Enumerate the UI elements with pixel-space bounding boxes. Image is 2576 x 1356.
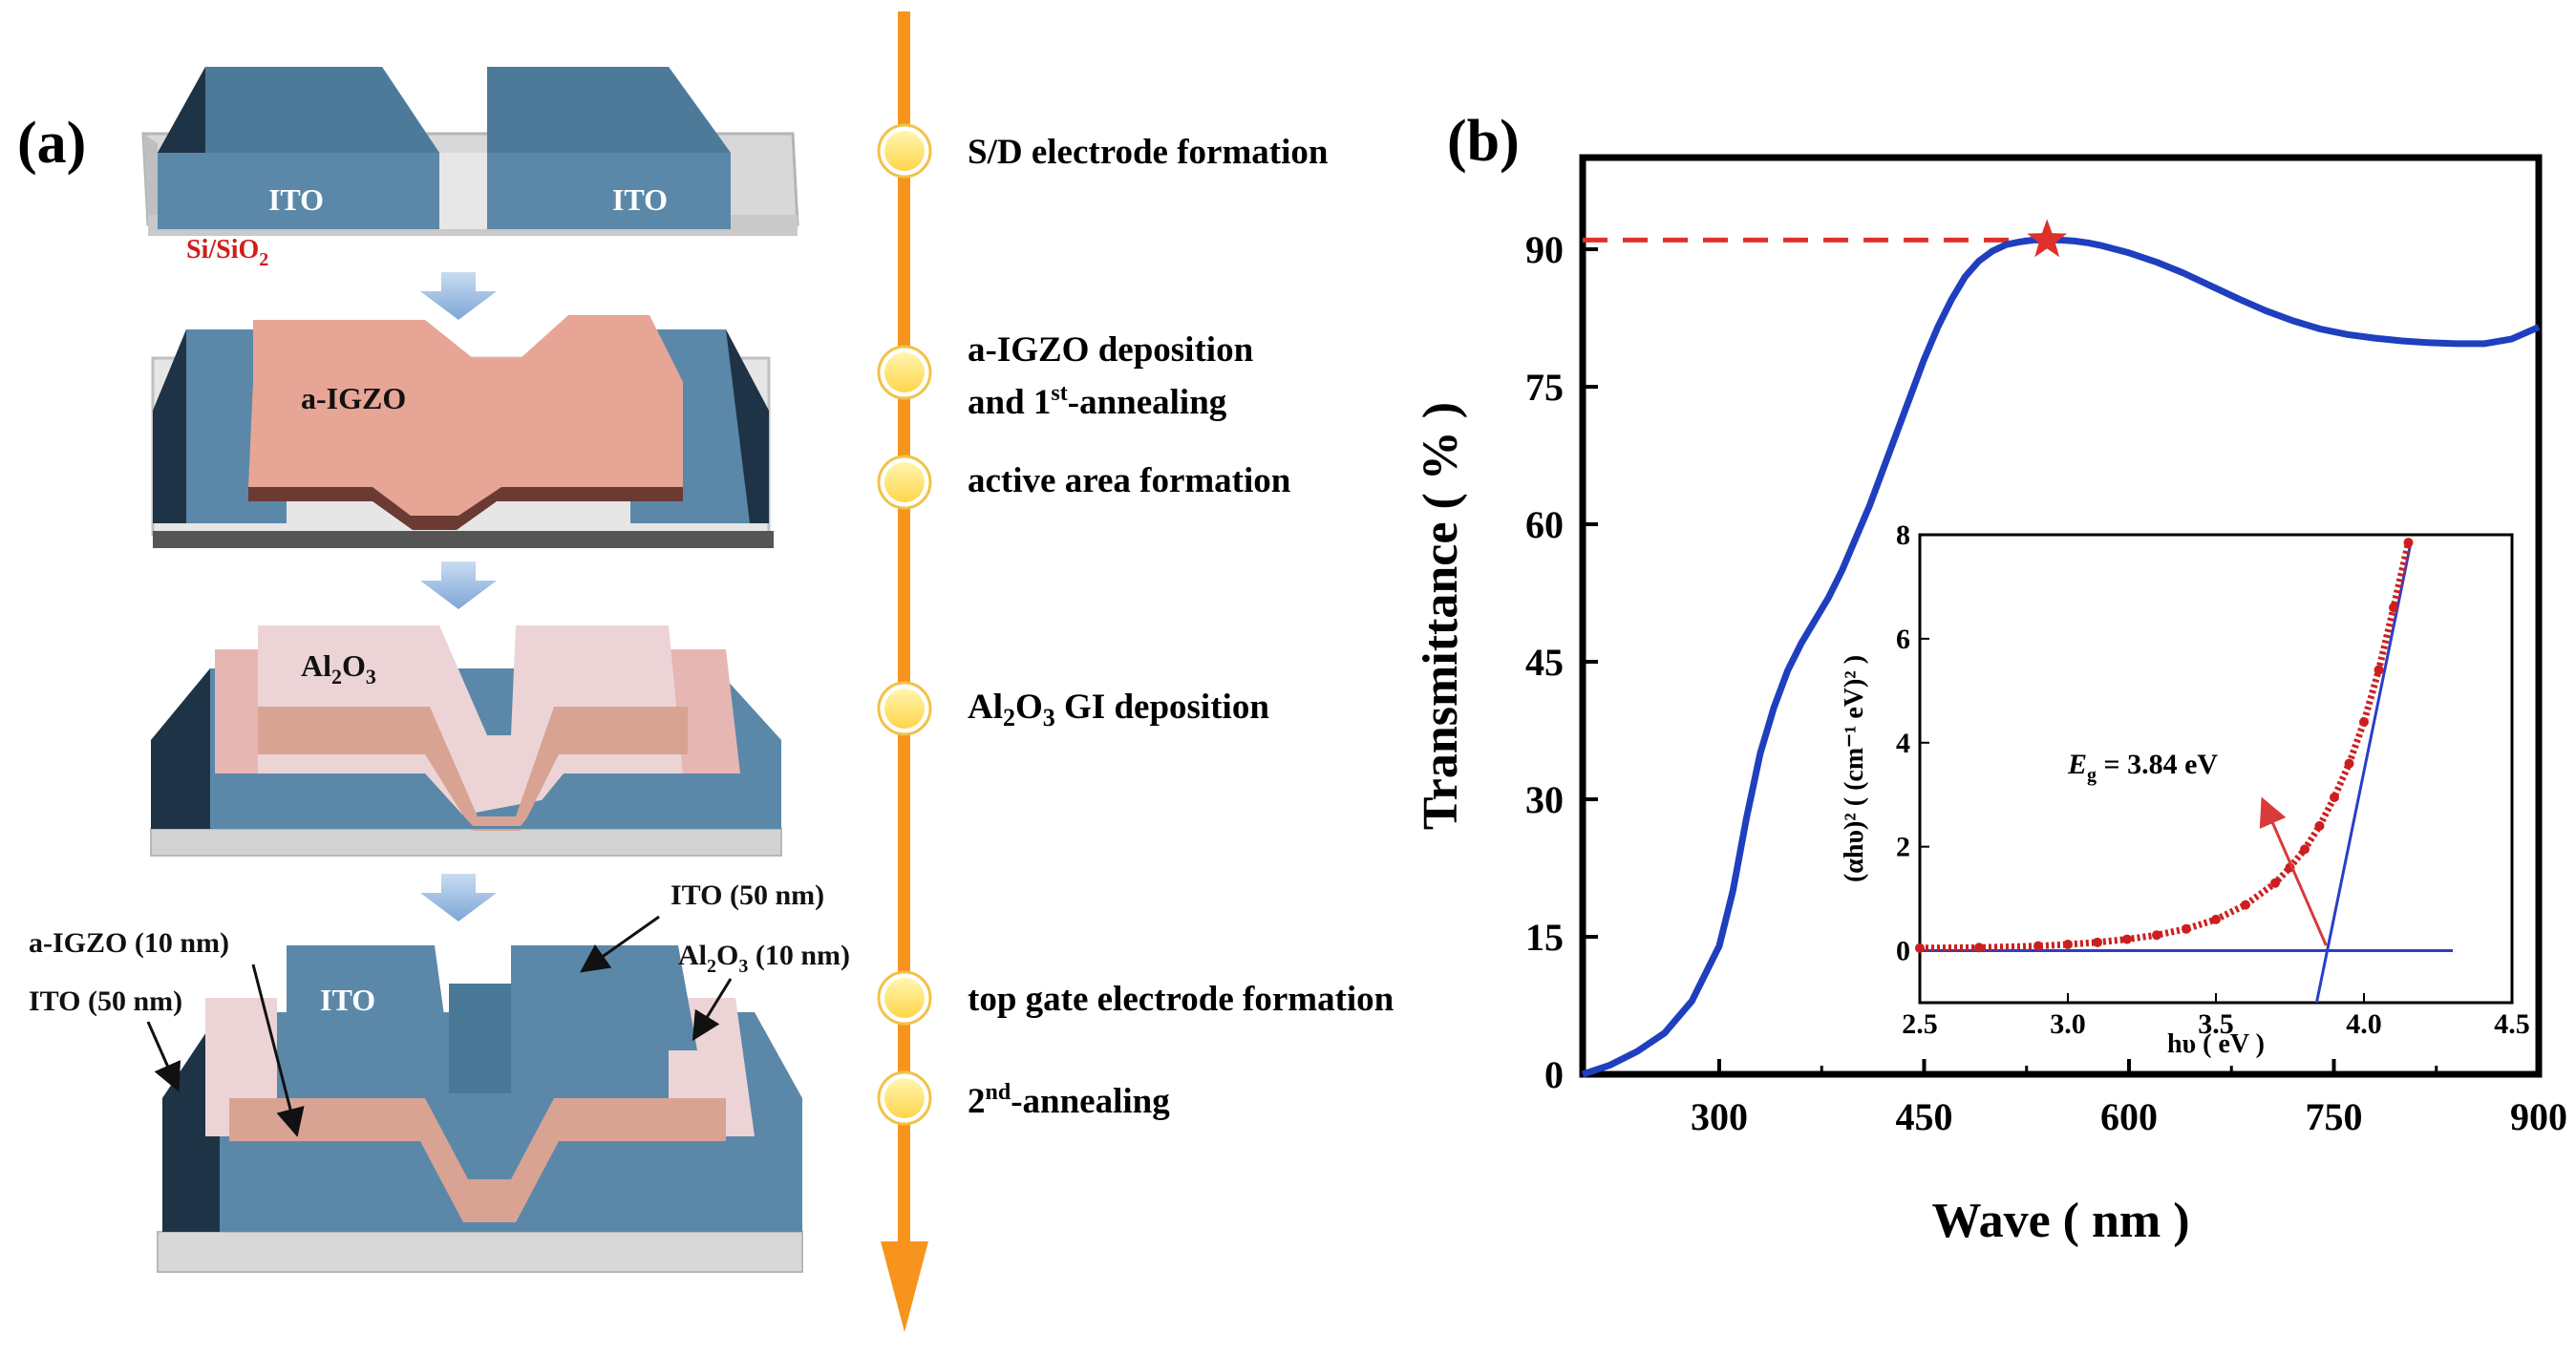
ito-left-1-top bbox=[205, 67, 439, 153]
device-stage-3: Al2O3 bbox=[150, 625, 782, 857]
timeline-node-1 bbox=[884, 131, 925, 171]
x-tick-label: 450 bbox=[1896, 1095, 1953, 1138]
callout-al2o3: Al2O3 (10 nm) bbox=[678, 940, 850, 977]
x-tick-label: 300 bbox=[1691, 1095, 1748, 1138]
inset-data-curve bbox=[1919, 541, 2412, 952]
inset-bandgap-arrow bbox=[2259, 796, 2328, 946]
x-tick-label: 900 bbox=[2510, 1095, 2567, 1138]
top-gate-left-4 bbox=[287, 945, 449, 1050]
igzo-under-al2o3-3 bbox=[258, 707, 688, 831]
substrate-1-side bbox=[143, 134, 158, 224]
device-stage-2: a-IGZO bbox=[151, 315, 774, 548]
inset-x-tick-label: 4.5 bbox=[2494, 1008, 2530, 1040]
timeline-arrowhead bbox=[881, 1241, 928, 1332]
step-sd-electrode: S/D electrode formation bbox=[968, 133, 1329, 172]
top-gate-right-4 bbox=[511, 945, 697, 1050]
inset-x-tick-label: 4.0 bbox=[2346, 1008, 2382, 1040]
inset-y-tick-label: 6 bbox=[1896, 624, 1910, 655]
callout-igzo: a-IGZO (10 nm) bbox=[29, 927, 229, 959]
inset-x-tick-label: 3.0 bbox=[2050, 1008, 2086, 1040]
ito-right-1-top bbox=[487, 67, 731, 153]
step-top-gate: top gate electrode formation bbox=[968, 980, 1394, 1019]
step-second-annealing: 2nd-annealing bbox=[968, 1080, 1170, 1121]
igzo-layer-4 bbox=[229, 1098, 726, 1222]
panel-b-label: (b) bbox=[1447, 109, 1520, 174]
panel-a-label: (a) bbox=[17, 111, 86, 176]
ito-base-3-side bbox=[151, 668, 210, 829]
y-tick-label: 15 bbox=[1525, 916, 1564, 959]
device-stage-1: ITO ITO Si/SiO2 bbox=[141, 67, 799, 270]
callout-al2o3-arrow bbox=[692, 978, 733, 1042]
ito-gate-label-4: ITO bbox=[320, 983, 375, 1017]
igzo-layer-2 bbox=[248, 315, 683, 516]
inset-x-tick-label: 3.5 bbox=[2198, 1008, 2234, 1040]
ito-front-3 bbox=[258, 773, 688, 829]
callout-ito-top-arrow bbox=[580, 915, 660, 973]
transmittance-curve bbox=[1581, 236, 2541, 1078]
process-down-arrow-2 bbox=[420, 561, 497, 609]
inset-y-tick-label: 8 bbox=[1896, 519, 1910, 551]
al2o3-label-3: Al2O3 bbox=[301, 648, 376, 689]
process-down-arrow-3 bbox=[420, 874, 497, 922]
callout-ito-left-arrow bbox=[146, 1021, 181, 1092]
ito-left-1-side bbox=[158, 67, 205, 153]
ito-left-2-side bbox=[153, 329, 186, 523]
timeline-node-2 bbox=[884, 352, 925, 392]
inset-x-tick-label: 2.5 bbox=[1902, 1008, 1938, 1040]
substrate-4 bbox=[157, 1231, 803, 1273]
x-tick-label: 750 bbox=[2306, 1095, 2363, 1138]
al2o3-layer-3 bbox=[258, 625, 683, 821]
max-point-star-marker bbox=[2027, 219, 2068, 258]
step-igzo-deposition-line2: and 1st-annealing bbox=[968, 381, 1227, 422]
inset-data-point bbox=[2403, 538, 2414, 548]
timeline-node-6 bbox=[884, 1078, 925, 1118]
inset-y-tick-label: 4 bbox=[1896, 728, 1910, 759]
inset-y-tick-label: 0 bbox=[1896, 936, 1910, 967]
channel-gap-1 bbox=[439, 153, 487, 229]
bandgap-inset-chart: 2.5 3.0 3.5 4.0 4.5 0 2 4 6 8 hυ ( eV ) (αhυ)² ( (c… bbox=[1840, 519, 2530, 1059]
substrate-3 bbox=[150, 828, 782, 857]
igzo-layer-2-front bbox=[248, 487, 683, 530]
callout-igzo-arrow bbox=[251, 964, 305, 1137]
x-axis-label: Wave ( nm ) bbox=[1931, 1194, 2189, 1248]
device-stage-4: ITO ITO (50 nm) a-IGZO (10 nm) Al2O3 (10… bbox=[29, 879, 850, 1273]
callout-ito-left: ITO (50 nm) bbox=[29, 985, 182, 1017]
step-al2o3-gi: Al2O3 GI deposition bbox=[968, 688, 1269, 731]
y-tick-label: 0 bbox=[1544, 1053, 1564, 1096]
inset-y-tick-label: 2 bbox=[1896, 832, 1910, 863]
substrate-label: Si/SiO2 bbox=[186, 235, 268, 270]
plot-frame bbox=[1579, 154, 2543, 1078]
timeline-node-3 bbox=[884, 462, 925, 502]
ito-front-left-4 bbox=[220, 1141, 463, 1232]
step-active-area: active area formation bbox=[968, 461, 1291, 500]
inset-bandgap-annotation: Eg = 3.84 eV bbox=[2067, 749, 2218, 786]
y-tick-label: 60 bbox=[1525, 503, 1564, 546]
inset-tauc-fit-line bbox=[2314, 540, 2414, 1004]
inset-frame bbox=[1918, 533, 2514, 1005]
ito-label-left-1: ITO bbox=[268, 182, 324, 217]
timeline-node-5 bbox=[884, 978, 925, 1018]
top-gate-bridge-4 bbox=[449, 984, 511, 1093]
y-tick-label: 75 bbox=[1525, 366, 1564, 409]
y-tick-label: 45 bbox=[1525, 641, 1564, 684]
inset-y-axis-label: (αhυ)² ( (cm⁻¹ eV)² ) bbox=[1840, 655, 1869, 882]
timeline-bar bbox=[898, 11, 910, 1258]
timeline-node-4 bbox=[884, 689, 925, 729]
inset-x-axis-label: hυ ( eV ) bbox=[2167, 1029, 2265, 1059]
ito-front-right-4 bbox=[516, 1141, 735, 1232]
process-timeline: S/D electrode formation a-IGZO depositio… bbox=[877, 11, 1394, 1332]
step-igzo-deposition-line1: a-IGZO deposition bbox=[968, 330, 1254, 370]
ito-right-2-side bbox=[726, 329, 769, 523]
process-down-arrow-1 bbox=[420, 272, 497, 320]
callout-ito-top: ITO (50 nm) bbox=[671, 879, 824, 911]
x-tick-label: 600 bbox=[2100, 1095, 2158, 1138]
y-axis-label: Transmittance ( % ) bbox=[1414, 402, 1468, 830]
igzo-label-2: a-IGZO bbox=[301, 381, 406, 415]
y-tick-label: 90 bbox=[1525, 228, 1564, 271]
y-tick-label: 30 bbox=[1525, 778, 1564, 821]
ito-label-right-1: ITO bbox=[612, 182, 668, 217]
substrate-2-front bbox=[153, 531, 774, 548]
